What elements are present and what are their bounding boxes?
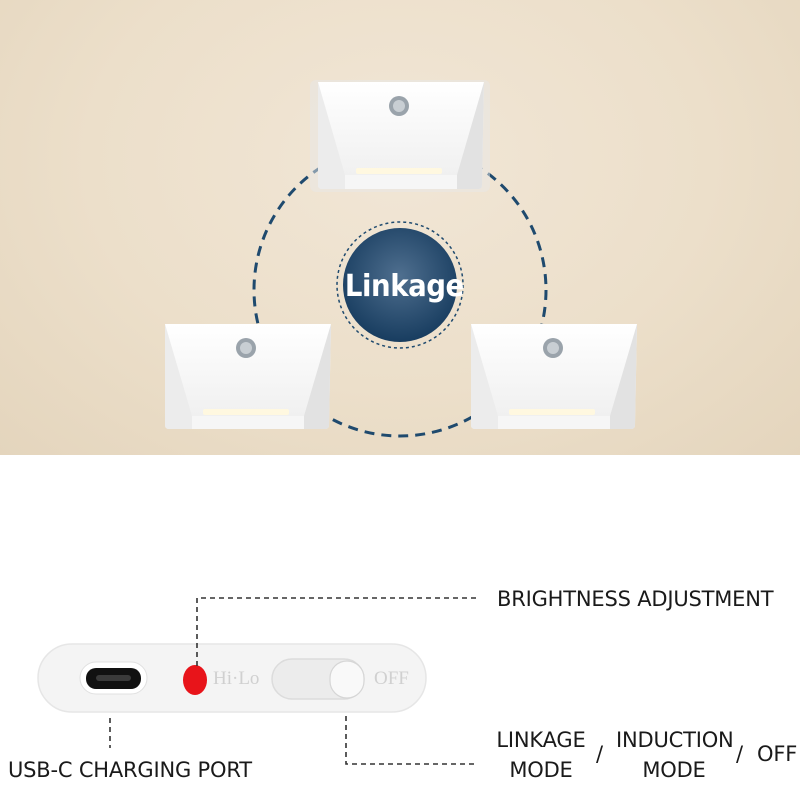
brightness-callout: BRIGHTNESS ADJUSTMENT	[497, 587, 774, 611]
usb-callout: USB-C CHARGING PORT	[8, 758, 252, 782]
hub-label: Linkage	[344, 269, 464, 304]
induction-callout-line2: MODE	[642, 758, 706, 782]
off-callout: OFF	[757, 742, 798, 766]
induction-callout-line1: INDUCTION	[616, 728, 734, 752]
linkage-scene: Linkage	[0, 0, 800, 455]
linkage-callout-line1: LINKAGE	[496, 728, 586, 752]
off-mark: OFF	[374, 668, 409, 689]
brightness-button	[183, 665, 207, 695]
linkage-callout-line2: MODE	[509, 758, 573, 782]
light-right	[471, 324, 637, 429]
linkage-diagram	[165, 80, 637, 438]
separator-2: /	[736, 742, 743, 766]
light-top	[310, 80, 490, 192]
hub-disc	[343, 228, 457, 342]
light-left	[165, 324, 331, 429]
mode-slider-knob	[329, 660, 365, 699]
separator-1: /	[596, 742, 603, 766]
hub-ring	[336, 221, 464, 349]
mode-marks: Hi·Lo	[213, 668, 260, 689]
switch-panel-diagram	[37, 597, 478, 765]
